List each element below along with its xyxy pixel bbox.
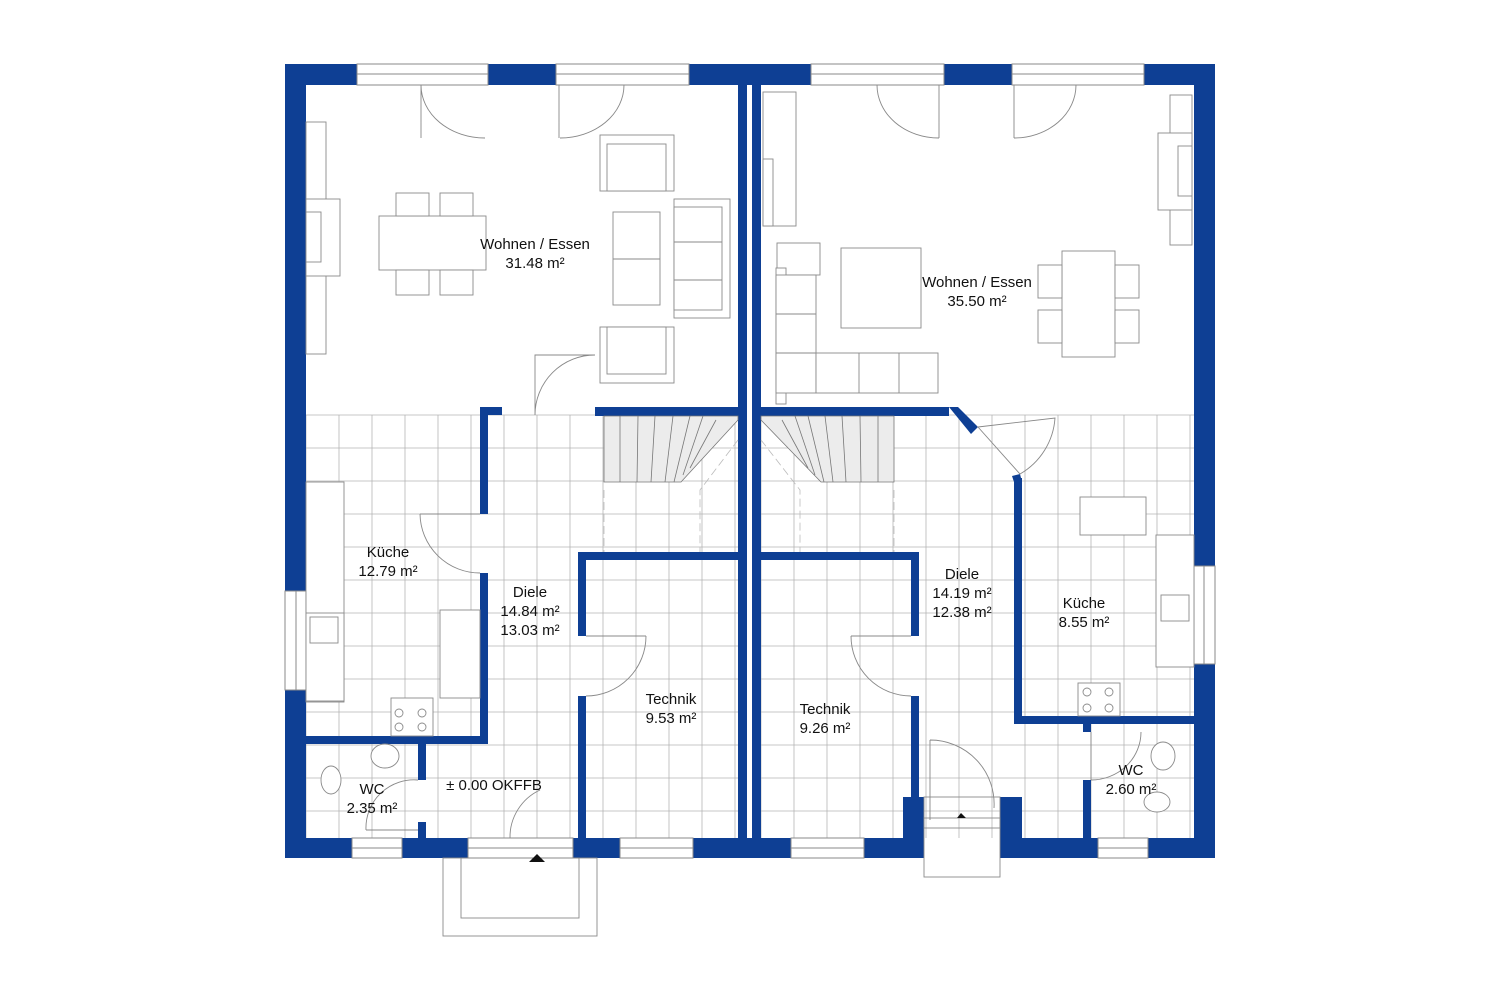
staircase-left	[603, 415, 739, 552]
room-area: 8.55 m²	[1058, 614, 1110, 631]
room-area: 14.84 m²	[500, 603, 560, 620]
room-label-wc-left: WC 2.35 m²	[347, 780, 398, 818]
furniture-right	[762, 91, 1193, 405]
room-area-secondary: 12.38 m²	[932, 604, 992, 621]
room-area-secondary: 13.03 m²	[500, 622, 560, 639]
room-area: 2.60 m²	[1105, 781, 1157, 798]
staircase-right	[760, 415, 895, 552]
room-name: Wohnen / Essen	[922, 274, 1032, 291]
room-name: Technik	[645, 691, 697, 708]
room-label-wc-right: WC 2.60 m²	[1106, 761, 1157, 799]
room-label-diele-right: Diele 14.19 m² 12.38 m²	[932, 565, 991, 622]
room-name: Wohnen / Essen	[480, 236, 590, 253]
room-label-diele-left: Diele 14.84 m² 13.03 m²	[500, 583, 559, 640]
room-label-technik-left: Technik 9.53 m²	[646, 690, 697, 728]
room-name: WC	[359, 781, 385, 798]
exterior-walls	[285, 64, 1215, 858]
level-marker-text: ± 0.00 OKFFB	[446, 777, 542, 794]
room-label-wohnen-essen-left: Wohnen / Essen 31.48 m²	[480, 235, 590, 273]
room-name: Technik	[799, 701, 851, 718]
furniture-left	[305, 121, 731, 384]
room-area: 2.35 m²	[346, 800, 398, 817]
room-name: Küche	[1062, 595, 1106, 612]
room-area: 9.26 m²	[799, 720, 851, 737]
room-area: 12.79 m²	[358, 563, 418, 580]
room-label-technik-right: Technik 9.26 m²	[800, 700, 851, 738]
doors	[365, 84, 1142, 839]
entrance-arrow-left	[529, 854, 545, 862]
windows	[284, 63, 1216, 859]
room-name: Küche	[366, 544, 410, 561]
room-name: Diele	[944, 566, 980, 583]
room-label-kueche-right: Küche 8.55 m²	[1059, 594, 1110, 632]
room-name: WC	[1118, 762, 1144, 779]
entrance-arrow-right	[957, 813, 966, 818]
room-area: 14.19 m²	[932, 585, 992, 602]
kitchen-fixtures	[305, 481, 1195, 813]
party-wall	[738, 85, 761, 838]
room-label-kueche-left: Küche 12.79 m²	[358, 543, 417, 581]
room-area: 9.53 m²	[645, 710, 697, 727]
room-name: Diele	[512, 584, 548, 601]
room-label-wohnen-essen-right: Wohnen / Essen 35.50 m²	[922, 273, 1032, 311]
room-area: 31.48 m²	[505, 255, 565, 272]
room-area: 35.50 m²	[947, 293, 1007, 310]
level-marker: ± 0.00 OKFFB	[446, 776, 542, 795]
interior-walls	[306, 407, 1194, 838]
